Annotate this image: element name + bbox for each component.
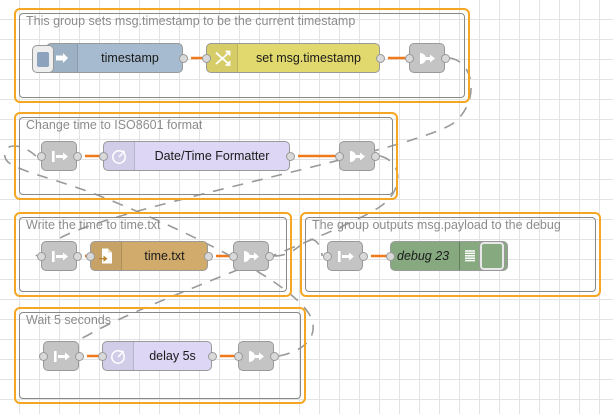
group-iso8601-label: Change time to ISO8601 format <box>26 118 203 132</box>
input-port[interactable] <box>202 54 211 63</box>
output-port[interactable] <box>286 152 295 161</box>
output-port[interactable] <box>265 252 274 261</box>
output-port[interactable] <box>204 252 213 261</box>
group-debug-label: The group outputs msg.payload to the deb… <box>312 218 561 232</box>
group-timestamp[interactable]: This group sets msg.timestamp to be the … <box>14 8 470 103</box>
group-write-file-label: Write the time to time.txt <box>26 218 161 232</box>
group-inner-border <box>19 312 301 399</box>
link-out-icon <box>410 44 444 72</box>
output-port[interactable] <box>270 352 279 361</box>
input-port[interactable] <box>86 252 95 261</box>
shuffle-arrows-icon <box>207 44 238 72</box>
input-port[interactable] <box>229 252 238 261</box>
output-port[interactable] <box>73 152 82 161</box>
stopwatch-icon <box>103 342 134 370</box>
node-link-out-2[interactable] <box>339 141 375 171</box>
node-change-set-timestamp[interactable]: set msg.timestamp <box>206 43 380 73</box>
group-delay[interactable]: Wait 5 seconds <box>14 307 306 404</box>
node-label: timestamp <box>101 51 159 65</box>
inject-button-square <box>37 51 49 67</box>
input-port[interactable] <box>386 252 395 261</box>
output-port[interactable] <box>371 152 380 161</box>
input-port[interactable] <box>234 352 243 361</box>
group-write-file[interactable]: Write the time to time.txt <box>14 212 292 297</box>
stopwatch-icon <box>104 142 135 170</box>
link-in-icon <box>44 342 78 370</box>
input-port[interactable] <box>39 352 48 361</box>
link-out-icon <box>340 142 374 170</box>
output-port[interactable] <box>208 352 217 361</box>
group-inner-border <box>19 217 287 292</box>
node-link-out-5[interactable] <box>238 341 274 371</box>
node-inject-timestamp[interactable]: timestamp <box>46 43 183 73</box>
link-in-icon <box>42 142 76 170</box>
input-port[interactable] <box>335 152 344 161</box>
group-inner-border <box>19 117 393 195</box>
inject-trigger-button[interactable] <box>32 45 54 73</box>
node-delay-5s[interactable]: delay 5s <box>102 341 212 371</box>
debug-enable-toggle[interactable] <box>480 242 504 270</box>
node-label: Date/Time Formatter <box>154 149 270 163</box>
group-inner-border <box>19 13 465 98</box>
file-write-icon <box>91 242 122 270</box>
output-port[interactable] <box>359 252 368 261</box>
link-in-icon <box>328 242 362 270</box>
node-link-in-4[interactable] <box>327 241 363 271</box>
group-timestamp-label: This group sets msg.timestamp to be the … <box>26 14 356 28</box>
node-file-write-time-txt[interactable]: time.txt <box>90 241 208 271</box>
node-link-out-3[interactable] <box>233 241 269 271</box>
debug-separator <box>459 242 461 270</box>
node-link-in-5[interactable] <box>43 341 79 371</box>
output-port[interactable] <box>73 252 82 261</box>
node-label: time.txt <box>144 249 185 263</box>
output-port[interactable] <box>75 352 84 361</box>
debug-lines-icon <box>460 249 480 263</box>
group-delay-label: Wait 5 seconds <box>26 313 111 327</box>
input-port[interactable] <box>37 252 46 261</box>
input-port[interactable] <box>323 252 332 261</box>
node-moment-date-time-formatter[interactable]: Date/Time Formatter <box>103 141 290 171</box>
node-label: set msg.timestamp <box>256 51 361 65</box>
output-port[interactable] <box>179 54 188 63</box>
node-label: delay 5s <box>149 349 196 363</box>
group-iso8601[interactable]: Change time to ISO8601 format <box>14 112 398 200</box>
link-out-icon <box>234 242 268 270</box>
group-debug[interactable]: The group outputs msg.payload to the deb… <box>300 212 601 297</box>
node-label: debug 23 <box>397 249 450 263</box>
node-link-in-2[interactable] <box>41 141 77 171</box>
input-port[interactable] <box>99 152 108 161</box>
input-port[interactable] <box>98 352 107 361</box>
output-port[interactable] <box>376 54 385 63</box>
node-link-in-3[interactable] <box>41 241 77 271</box>
node-link-out-1[interactable] <box>409 43 445 73</box>
output-port[interactable] <box>441 54 450 63</box>
link-out-icon <box>239 342 273 370</box>
group-inner-border <box>305 217 596 292</box>
link-in-icon <box>42 242 76 270</box>
input-port[interactable] <box>405 54 414 63</box>
input-port[interactable] <box>37 152 46 161</box>
node-debug-23[interactable]: debug 23 <box>390 241 508 271</box>
